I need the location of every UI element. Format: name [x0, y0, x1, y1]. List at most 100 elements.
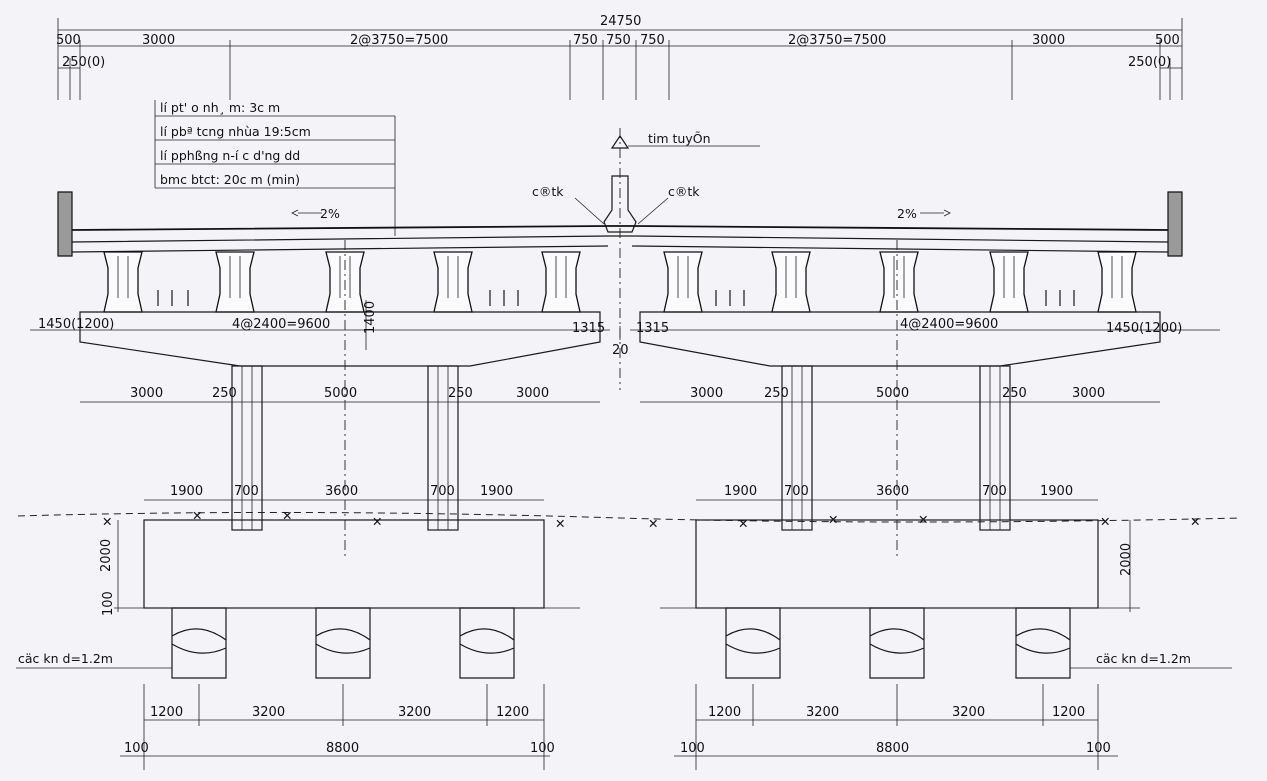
crown-label-left: c®tk: [532, 184, 564, 199]
cap-right-overhang: 1450(1200): [1106, 321, 1182, 336]
pile-right-end-1: 100: [680, 741, 705, 756]
svg-text:✕: ✕: [1100, 514, 1110, 529]
dim-top-2: 3000: [142, 33, 175, 48]
pier-cap-left: [79, 311, 601, 367]
footing-height-left: 2000: [99, 539, 114, 572]
col-right-4: 700: [982, 484, 1007, 499]
cap-gap: 20: [612, 343, 629, 358]
svg-text:✕: ✕: [1190, 514, 1200, 529]
layer-note-4: bmc btct: 20c m (min): [160, 172, 300, 187]
top-dimension-lines: [57, 18, 1183, 100]
footing-bottom-left: 100: [101, 591, 116, 616]
svg-text:✕: ✕: [738, 516, 748, 531]
slope-right: 2%: [897, 206, 917, 221]
dim-top-6: 750: [640, 33, 665, 48]
col-left-2: 700: [234, 484, 259, 499]
pier-left-3: 5000: [324, 386, 357, 401]
dim-top-sub-right: 250(0): [1128, 55, 1171, 70]
pile-left-3: 3200: [398, 705, 431, 720]
cap-height: 1400: [363, 301, 378, 334]
pile-left-1: 1200: [150, 705, 183, 720]
girder-right-1: [663, 251, 703, 313]
girder-right-4: [989, 251, 1029, 313]
pier-columns-right: [781, 365, 1011, 531]
pier-right-3: 5000: [876, 386, 909, 401]
pile-label-left: cäc kn d=1.2m: [18, 651, 113, 666]
svg-text:✕: ✕: [555, 516, 565, 531]
svg-text:✕: ✕: [372, 514, 382, 529]
layer-note-2: lí pbª tcng nhùa 19:5cm: [160, 124, 311, 139]
pile-dimension-lines: [120, 684, 1118, 770]
col-right-2: 700: [784, 484, 809, 499]
pile-right-2: 3200: [806, 705, 839, 720]
col-left-4: 700: [430, 484, 455, 499]
girder-left-2: [215, 251, 255, 313]
girder-right-2: [771, 251, 811, 313]
pier-left-2: 250: [212, 386, 237, 401]
pile-right-total: 8800: [876, 741, 909, 756]
dim-top-1: 500: [56, 33, 81, 48]
pier-right-2: 250: [764, 386, 789, 401]
svg-text:✕: ✕: [648, 516, 658, 531]
deck-slab: [71, 209, 1169, 253]
cap-right-spacing: 4@2400=9600: [900, 317, 998, 332]
dim-top-sub-left: 250(0): [62, 55, 105, 70]
girder-right-3: [879, 251, 919, 313]
pile-left-4: 1200: [496, 705, 529, 720]
pile-left-end-1: 100: [124, 741, 149, 756]
svg-text:✕: ✕: [102, 514, 112, 529]
parapet-right: [1167, 191, 1183, 257]
girder-left-5: [541, 251, 581, 313]
pier-left-4: 250: [448, 386, 473, 401]
crown-label-right: c®tk: [668, 184, 700, 199]
diaphragm-ticks: [157, 290, 1075, 306]
pile-right-4: 1200: [1052, 705, 1085, 720]
dim-overall: 24750: [600, 14, 641, 29]
dim-top-7: 2@3750=7500: [788, 33, 886, 48]
layer-note-1: lí pt' o nh¸ m: 3c m: [160, 100, 280, 115]
col-right-1: 1900: [724, 484, 757, 499]
pile-right-3: 3200: [952, 705, 985, 720]
col-right-5: 1900: [1040, 484, 1073, 499]
footing-left: [143, 519, 545, 609]
footing-height-right: 2000: [1119, 543, 1134, 576]
pile-left-total: 8800: [326, 741, 359, 756]
dim-top-5: 750: [606, 33, 631, 48]
cap-dimension-lines: [30, 300, 1220, 350]
pier-right-5: 3000: [1072, 386, 1105, 401]
dim-top-9: 500: [1155, 33, 1180, 48]
svg-text:✕: ✕: [192, 508, 202, 523]
piles-right: [725, 607, 1071, 679]
girder-left-1: [103, 251, 143, 313]
pier-right-4: 250: [1002, 386, 1027, 401]
piles-left: [171, 607, 515, 679]
dim-top-8: 3000: [1032, 33, 1065, 48]
col-right-3: 3600: [876, 484, 909, 499]
cap-left-spacing: 4@2400=9600: [232, 317, 330, 332]
pile-right-end-2: 100: [1086, 741, 1111, 756]
parapet-left: [57, 191, 73, 257]
pier-left-5: 3000: [516, 386, 549, 401]
girder-right-5: [1097, 251, 1137, 313]
svg-text:✕: ✕: [282, 508, 292, 523]
col-left-5: 1900: [480, 484, 513, 499]
col-left-3: 3600: [325, 484, 358, 499]
pile-label-right: cäc kn d=1.2m: [1096, 651, 1191, 666]
pier-right-1: 3000: [690, 386, 723, 401]
pier-columns-left: [231, 365, 459, 531]
pier-left-1: 3000: [130, 386, 163, 401]
pile-left-end-2: 100: [530, 741, 555, 756]
pile-right-1: 1200: [708, 705, 741, 720]
cap-left-edge: 1315: [572, 321, 605, 336]
median-barrier: [603, 175, 637, 233]
col-left-1: 1900: [170, 484, 203, 499]
pile-left-2: 3200: [252, 705, 285, 720]
centerline-marker: [610, 134, 760, 149]
layer-note-3: lí pphßng n-í c d'ng dd: [160, 148, 300, 163]
ground-line: [17, 511, 1241, 523]
cap-left-overhang: 1450(1200): [38, 317, 114, 332]
footing-right: [695, 519, 1099, 609]
centerline-label: tim tuyÕn: [648, 131, 711, 146]
slope-left: 2%: [320, 206, 340, 221]
